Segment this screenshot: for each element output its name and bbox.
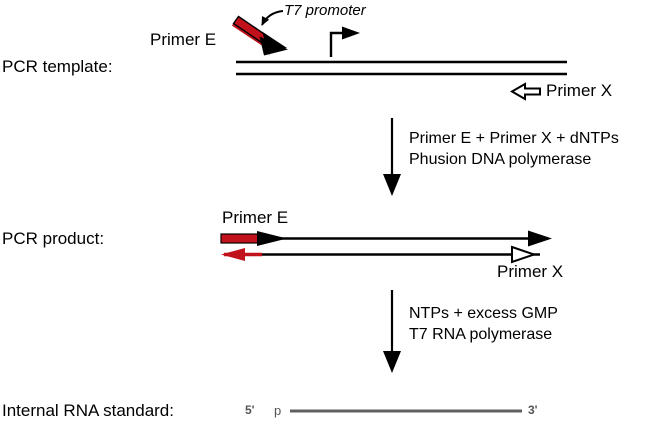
pcr-step-arrow [383, 118, 401, 196]
transcription-step-line-1: NTPs + excess GMP [409, 305, 558, 322]
rna-three-prime-label: 3' [528, 403, 538, 417]
promoter-leader-arrow [261, 10, 284, 26]
primer-x-hollow-arrow-template [509, 82, 541, 101]
template-primer-x-label: Primer X [546, 81, 613, 100]
t7-promoter-label: T7 promoter [284, 2, 366, 19]
template-primer-e-label: Primer E [150, 30, 217, 49]
row-label-pcr-template: PCR template: [2, 57, 113, 76]
row-label-pcr-product: PCR product: [2, 229, 105, 248]
pcr-step-line-2: Phusion DNA polymerase [409, 151, 592, 168]
t7-promoter-bent-arrow [329, 26, 360, 57]
rna-phosphate-label: p [274, 403, 282, 418]
pcr-product-duplex [220, 230, 552, 264]
rna-five-prime-label: 5' [245, 403, 255, 417]
product-primer-x-label: Primer X [497, 262, 564, 281]
product-primer-e-label: Primer E [222, 208, 289, 227]
pcr-step-line-1: Primer E + Primer X + dNTPs [409, 130, 619, 147]
transcription-step-line-2: T7 RNA polymerase [409, 326, 553, 343]
row-label-internal-rna-standard: Internal RNA standard: [2, 401, 174, 420]
template-duplex [236, 60, 567, 76]
primer-e-angled-arrow [231, 15, 288, 57]
transcription-step-arrow [383, 290, 401, 373]
